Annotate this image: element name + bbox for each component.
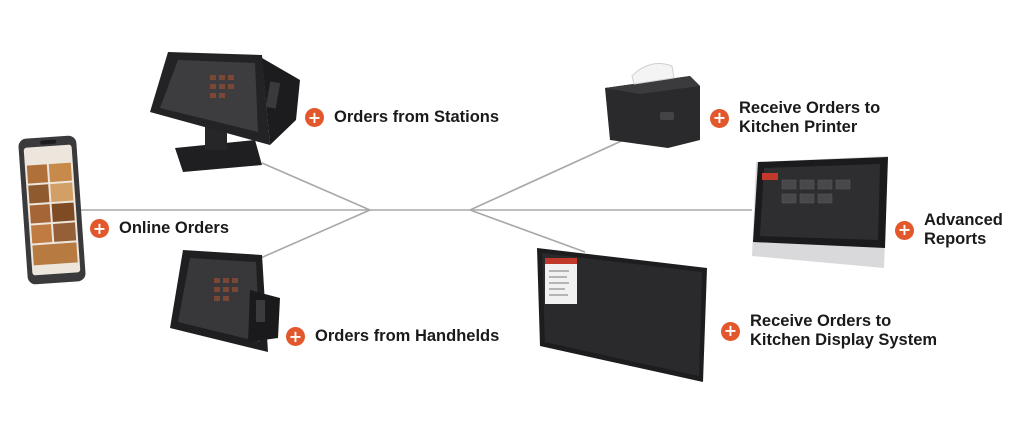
pos-station-icon [150, 52, 300, 172]
plus-icon[interactable]: + [721, 321, 740, 341]
label-orders-from-handhelds: + Orders from Handhelds [286, 327, 499, 346]
phone-icon [18, 135, 86, 285]
label-text: Receive Orders to Kitchen Printer [739, 99, 881, 136]
connector-printer [469, 137, 629, 211]
connector-handhelds [255, 209, 371, 261]
label-text: Receive Orders to Kitchen Display System [750, 312, 938, 349]
kds-screen-icon [537, 248, 707, 382]
label-kitchen-printer: + Receive Orders to Kitchen Printer [710, 99, 880, 137]
label-advanced-reports: + Advanced Reports [895, 211, 1003, 249]
plus-icon[interactable]: + [305, 108, 324, 127]
label-online-orders: + Online Orders [90, 219, 229, 238]
plus-icon[interactable]: + [286, 327, 305, 346]
connector-kds [469, 209, 586, 253]
label-orders-from-stations: + Orders from Stations [305, 108, 499, 127]
plus-icon[interactable]: + [710, 108, 729, 128]
label-text: Orders from Stations [334, 108, 500, 126]
printer-icon [605, 63, 700, 148]
connector-stations [261, 162, 371, 211]
label-kitchen-display-system: + Receive Orders to Kitchen Display Syst… [721, 312, 937, 350]
plus-icon[interactable]: + [895, 220, 914, 240]
label-text: Orders from Handhelds [315, 327, 500, 345]
label-text: Online Orders [119, 219, 230, 237]
handheld-icon [170, 250, 280, 352]
connector-lines [80, 137, 752, 261]
monitor-icon [752, 156, 888, 268]
label-text: Advanced Reports [924, 211, 1003, 248]
plus-icon[interactable]: + [90, 219, 109, 238]
